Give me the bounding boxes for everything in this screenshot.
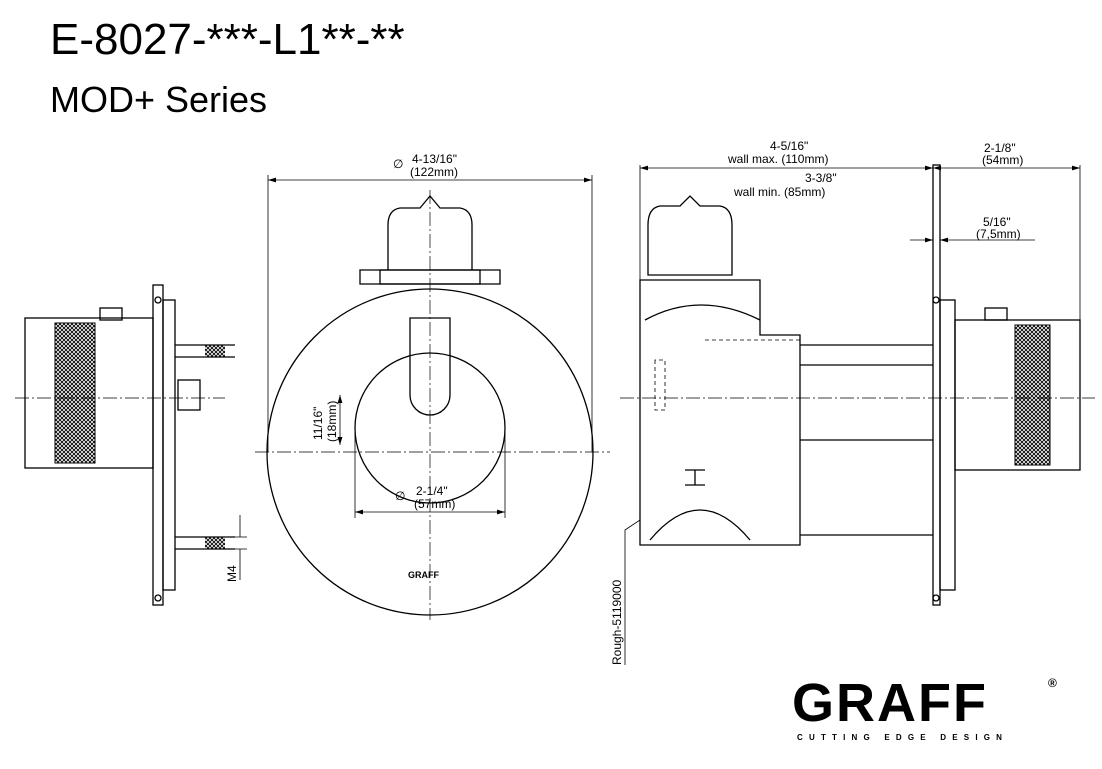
- right-side-view: 4-5/16" wall max. (110mm) 3-3/8" wall mi…: [610, 139, 1095, 665]
- handle-diameter-metric: (57mm): [414, 497, 455, 511]
- wall-max-metric: wall max. (110mm): [727, 152, 828, 166]
- handle-height-metric: (18mm): [325, 401, 339, 442]
- outer-diameter-metric: (122mm): [410, 165, 458, 179]
- outer-diameter-imperial: 4-13/16": [412, 152, 457, 166]
- plate-logo: GRAFF: [408, 570, 439, 580]
- handle-diameter-symbol: ∅: [395, 489, 405, 503]
- wall-min-metric: wall min. (85mm): [733, 185, 825, 199]
- brand-logo: GRAFF: [792, 673, 988, 733]
- trim-depth-imperial: 2-1/8": [984, 141, 1016, 155]
- plate-thickness-metric: (7,5mm): [976, 227, 1021, 241]
- plate-thickness-imperial: 5/16": [983, 215, 1011, 229]
- rough-valve-label: Rough-5119000: [610, 579, 624, 665]
- wall-min-imperial: 3-3/8": [805, 171, 837, 185]
- left-side-view: M4: [15, 284, 247, 606]
- handle-diameter-imperial: 2-1/4": [416, 484, 448, 498]
- trim-depth-metric: (54mm): [982, 153, 1023, 167]
- handle-height-imperial: 11/16": [311, 407, 325, 440]
- wall-max-imperial: 4-5/16": [770, 139, 808, 153]
- brand-tagline: CUTTING EDGE DESIGN: [797, 733, 1009, 742]
- outer-diameter-symbol: ∅: [393, 157, 403, 171]
- registered-mark: ®: [1048, 676, 1057, 690]
- thread-label: M4: [225, 565, 239, 582]
- front-view: ∅ 4-13/16" (122mm) ∅ 2-1/4" (57mm) 11/16…: [255, 152, 610, 620]
- page-subtitle: MOD+ Series: [50, 79, 268, 120]
- page-title: E-8027-***-L1**-**: [50, 15, 405, 64]
